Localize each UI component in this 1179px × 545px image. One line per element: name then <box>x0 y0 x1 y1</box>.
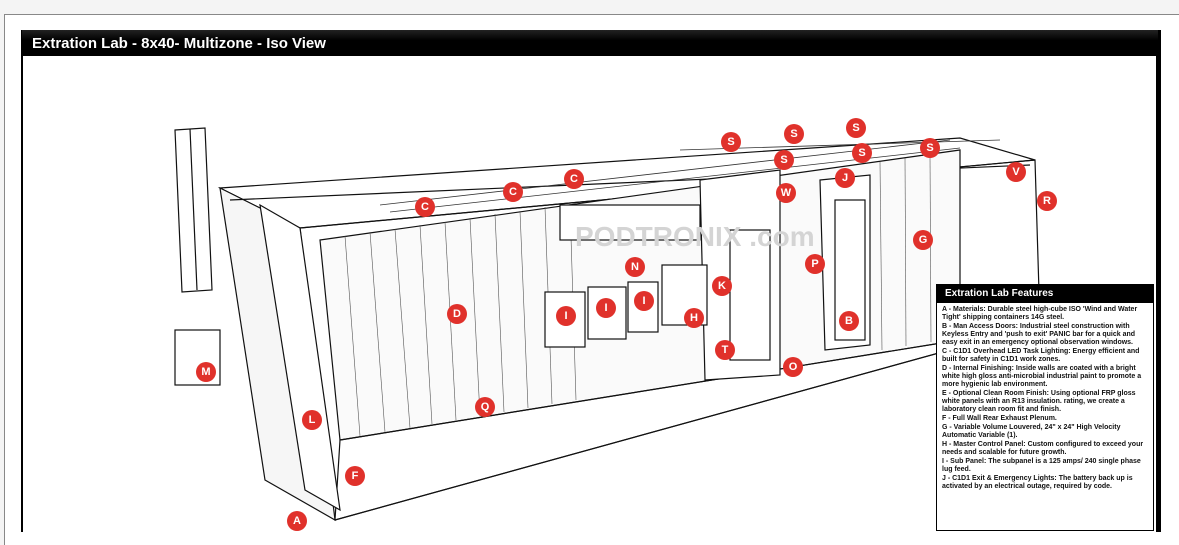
feature-item: F - Full Wall Rear Exhaust Plenum. <box>942 415 1057 422</box>
marker-a[interactable]: A <box>287 511 307 531</box>
watermark-logo: PODTRONIX .com <box>575 221 815 252</box>
marker-c[interactable]: C <box>564 169 584 189</box>
man-access-door <box>729 229 771 361</box>
marker-c[interactable]: C <box>503 182 523 202</box>
marker-s[interactable]: S <box>774 150 794 170</box>
marker-m[interactable]: M <box>196 362 216 382</box>
feature-item: E - Optional Clean Room Finish: Using op… <box>942 390 1136 413</box>
feature-item: C - C1D1 Overhead LED Task Lighting: Ene… <box>942 348 1140 363</box>
marker-c[interactable]: C <box>415 197 435 217</box>
marker-t[interactable]: T <box>715 340 735 360</box>
partition-wall <box>699 169 781 381</box>
marker-r[interactable]: R <box>1037 191 1057 211</box>
marker-i[interactable]: I <box>634 291 654 311</box>
marker-i[interactable]: I <box>596 298 616 318</box>
marker-n[interactable]: N <box>625 257 645 277</box>
feature-item: D - Internal Finishing: Inside walls are… <box>942 365 1142 388</box>
frame-border-left <box>21 30 23 532</box>
frame-border-right <box>1156 30 1161 532</box>
marker-s[interactable]: S <box>784 124 804 144</box>
door-b-leaf <box>834 199 866 341</box>
marker-j[interactable]: J <box>835 168 855 188</box>
light-fixture-housing <box>559 204 701 241</box>
marker-s[interactable]: S <box>721 132 741 152</box>
feature-item: H - Master Control Panel: Custom configu… <box>942 441 1144 456</box>
marker-l[interactable]: L <box>302 410 322 430</box>
marker-s[interactable]: S <box>920 138 940 158</box>
marker-g[interactable]: G <box>913 230 933 250</box>
marker-v[interactable]: V <box>1006 162 1026 182</box>
marker-o[interactable]: O <box>783 357 803 377</box>
marker-w[interactable]: W <box>776 183 796 203</box>
marker-k[interactable]: K <box>712 276 732 296</box>
exhaust-plenum <box>259 203 341 512</box>
marker-d[interactable]: D <box>447 304 467 324</box>
features-heading: Extration Lab Features <box>937 285 1153 303</box>
feature-item: I - Sub Panel: The subpanel is a 125 amp… <box>942 458 1141 473</box>
feature-item: B - Man Access Doors: Industrial steel c… <box>942 323 1136 346</box>
marker-f[interactable]: F <box>345 466 365 486</box>
feature-item: A - Materials: Durable steel high-cube I… <box>942 306 1138 321</box>
page-title: Extration Lab - 8x40- Multizone - Iso Vi… <box>22 30 1158 56</box>
marker-b[interactable]: B <box>839 311 859 331</box>
feature-item: J - C1D1 Exit & Emergency Lights: The ba… <box>942 475 1133 490</box>
feature-item: G - Variable Volume Louvered, 24" x 24" … <box>942 424 1121 439</box>
marker-s[interactable]: S <box>852 143 872 163</box>
marker-p[interactable]: P <box>805 254 825 274</box>
marker-h[interactable]: H <box>684 308 704 328</box>
marker-i[interactable]: I <box>556 306 576 326</box>
marker-q[interactable]: Q <box>475 397 495 417</box>
marker-s[interactable]: S <box>846 118 866 138</box>
features-legend: Extration Lab Features A - Materials: Du… <box>936 284 1154 531</box>
